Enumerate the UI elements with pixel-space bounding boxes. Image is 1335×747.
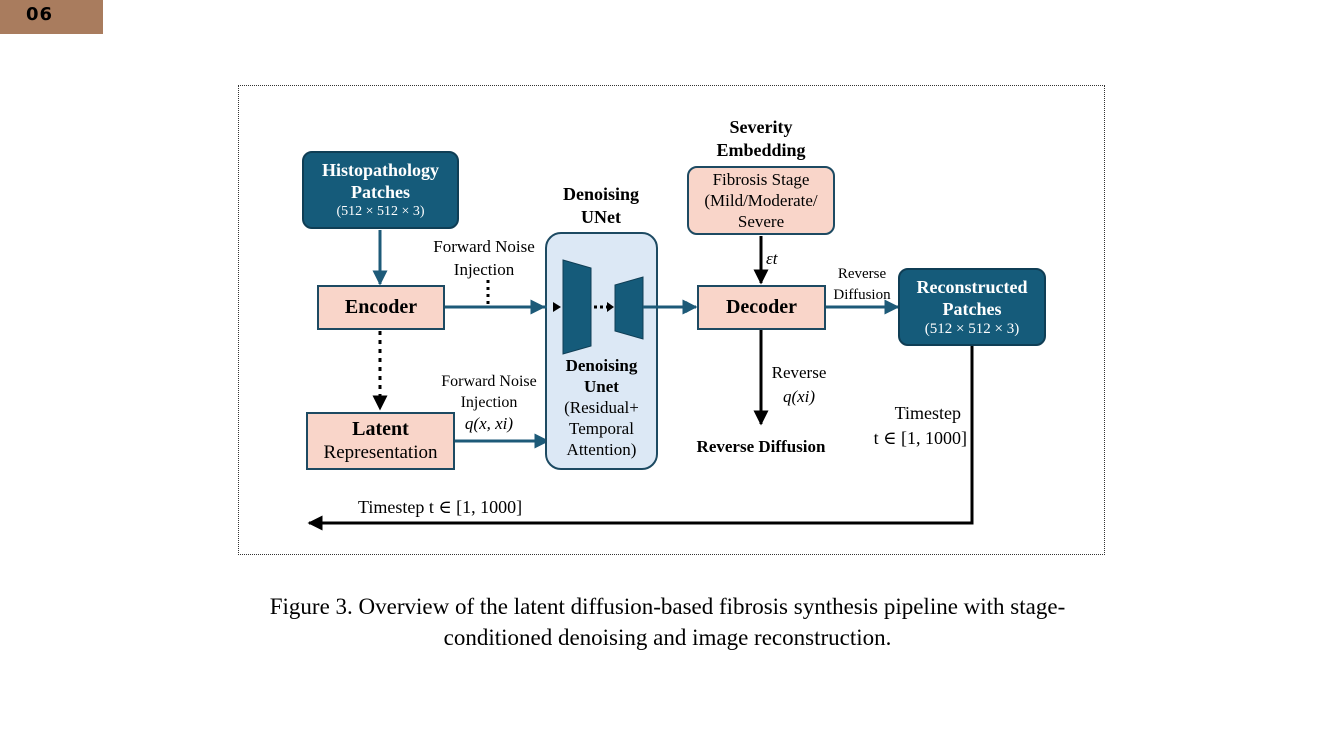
page-number: 06 [26,4,54,25]
unet-body-text: Denoising Unet (Residual+ Temporal Atten… [545,355,658,460]
histopathology-patches-box: Histopathology Patches (512 × 512 × 3) [302,151,459,229]
unet-entry-arrowhead [553,302,561,312]
unet-body-line3: (Residual+ [564,398,639,417]
fibrosis-line1: Fibrosis Stage [712,170,810,189]
reverse-q-label: Reverse q(xi) [764,361,834,409]
histo-title-line2: Patches [351,182,410,202]
fwd2-line3: q(x, xi) [464,414,514,433]
latent-line2: Representation [323,442,438,463]
fibrosis-line2: (Mild/Moderate/ [704,191,818,210]
rev-line1: Reverse [837,266,887,282]
unet-body-line5: Attention) [566,440,637,459]
fwd2-line2: Injection [460,394,518,411]
fwd1-line2: Injection [453,260,515,279]
decoder-box: Decoder [697,285,826,330]
latent-representation-box: Latent Representation [306,412,455,470]
timestep-line1: Timestep [894,403,961,423]
encoder-box: Encoder [317,285,445,330]
timestep-line2: t ∈ [1, 1000] [873,428,967,448]
encoder-label: Encoder [344,296,418,318]
severity-header-line1: Severity [729,117,793,137]
fwd2-line1: Forward Noise [441,373,537,390]
latent-line1: Latent [352,418,409,440]
recon-title-line2: Patches [942,298,1002,319]
fwd1-line1: Forward Noise [433,237,535,256]
page-number-badge: 06 [0,0,103,34]
rev-line2: Diffusion [833,287,891,303]
unet-header-line1: Denoising [562,184,640,204]
unet-body-line2: Unet [584,377,619,396]
timestep-bottom-label: Timestep t ∈ [1, 1000] [358,497,523,517]
figure-caption: Figure 3. Overview of the latent diffusi… [0,591,1335,653]
unet-body-line4: Temporal [569,419,634,438]
histo-dims: (512 × 512 × 3) [336,204,425,219]
unet-inner-arrowhead [607,302,614,312]
unet-header: Denoising UNet [551,183,651,229]
fibrosis-line3: Severe [737,212,785,231]
histo-title-line1: Histopathology [321,160,440,180]
caption-line1: Figure 3. Overview of the latent diffusi… [269,594,1066,619]
figure-frame [238,85,1105,555]
recon-title-line1: Reconstructed [916,276,1028,297]
rev-q-line2: q(xi) [782,387,816,406]
unet-exit-arrowhead [686,301,696,313]
timestep-right-label: Timestep t ∈ [1, 1000] [852,401,967,451]
forward-noise-label-top: Forward Noise Injection [424,235,544,281]
reverse-diffusion-label: Reverse Diffusion [696,437,826,456]
decoder-label: Decoder [725,296,798,318]
epsilon-t-label: εt [766,249,778,268]
severity-header: Severity Embedding [700,116,822,162]
reverse-diffusion-side-label: Reverse Diffusion [826,264,898,306]
severity-header-line2: Embedding [716,140,806,160]
rev-q-line1: Reverse [771,363,827,382]
reconstructed-patches-box: Reconstructed Patches (512 × 512 × 3) [898,268,1046,346]
recon-dims: (512 × 512 × 3) [924,320,1020,337]
forward-noise-label-bottom: Forward Noise Injection q(x, xi) [430,371,548,434]
arrow-timestep-feedback [307,346,974,531]
unet-header-line2: UNet [581,207,621,227]
unet-encoder-shape [562,259,592,355]
unet-body-line1: Denoising [565,356,638,375]
fibrosis-stage-box: Fibrosis Stage (Mild/Moderate/ Severe [687,166,835,235]
unet-decoder-shape [614,276,644,340]
caption-line2: conditioned denoising and image reconstr… [443,625,892,650]
